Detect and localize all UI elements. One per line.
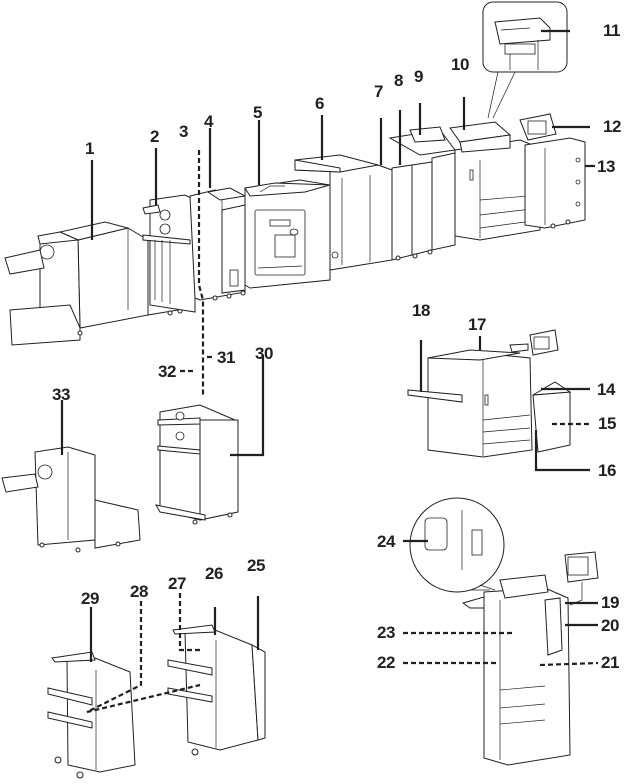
unit-29-finisher [47,651,136,779]
callout-22: 22 [377,653,395,672]
callout-23: 23 [377,623,395,642]
callout-18: 18 [412,301,430,320]
callout-17: 17 [468,315,486,334]
callout-1: 1 [85,139,94,158]
callout-25: 25 [247,556,265,575]
unit-5-main-engine [244,179,331,289]
leader-lines [60,29,599,714]
callout-29: 29 [81,589,99,608]
callout-13: 13 [597,157,615,176]
callout-32: 32 [158,362,176,381]
callout-31: 31 [217,348,235,367]
unit-25-28-finisher [167,624,266,756]
callout-15: 15 [598,414,616,433]
callout-4: 4 [204,112,213,131]
callout-28: 28 [130,582,148,601]
unit-11-detail-inset [482,1,568,119]
unit-3-4-inserter [189,187,247,301]
callout-30: 30 [255,344,273,363]
callout-33: 33 [52,385,70,404]
callout-5: 5 [253,103,262,122]
unit-30-finisher [155,404,239,525]
callout-9: 9 [414,67,423,86]
callout-12: 12 [603,117,621,136]
unit-24-detail-circle [409,497,505,593]
unit-9-feeder [388,126,456,251]
callout-27: 27 [168,574,186,593]
callout-11: 11 [603,21,620,40]
callout-19: 19 [601,593,619,612]
callout-26: 26 [205,564,223,583]
callout-24: 24 [377,532,395,551]
callout-14: 14 [597,380,615,399]
unit-12-13-paper-deck [519,113,586,229]
unit-14-16-paper-deck [532,381,572,453]
callout-2: 2 [150,127,159,146]
callout-16: 16 [598,461,616,480]
callout-10: 10 [451,55,469,74]
unit-17-main-unit [407,329,559,458]
unit-2-finisher [142,194,196,313]
callout-21: 21 [601,653,619,672]
callout-6: 6 [315,94,324,113]
callout-8: 8 [394,71,403,90]
callout-20: 20 [601,616,619,635]
unit-19-23-compact-main [461,551,599,766]
unit-6-7-8-body [294,154,433,271]
callout-7: 7 [374,82,383,101]
unit-33-stacker [1,446,141,553]
callout-3: 3 [179,122,188,141]
